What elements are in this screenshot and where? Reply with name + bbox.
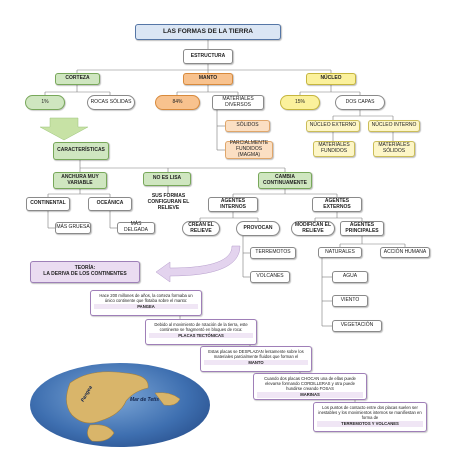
teoria-subtitle: LA DERIVA DE LOS CONTINENTES xyxy=(43,271,127,277)
naturales-node: NATURALES xyxy=(318,247,362,258)
story-key: TERREMOTOS Y VOLCANES xyxy=(317,421,423,427)
story-step-1: Hace 200 millones de años, la corteza fo… xyxy=(90,290,202,316)
teoria-label: TEORÍA: xyxy=(74,265,96,272)
mas-gruesa-node: MÁS GRUESA xyxy=(55,222,91,234)
story-key: MARINAS xyxy=(257,392,363,398)
story-key: PLACAS TECTÓNICAS xyxy=(149,333,253,339)
materiales-fundidos-node: MATERIALES FUNDIDOS xyxy=(313,141,355,157)
manto-node: MANTO xyxy=(183,73,233,85)
mas-delgada-node: MÁS DELGADA xyxy=(117,221,155,234)
page-title: LAS FORMAS DE LA TIERRA xyxy=(135,24,281,40)
agentes-externos-node: AGENTES EXTERNOS xyxy=(312,197,362,212)
accion-humana-node: ACCIÓN HUMANA xyxy=(380,247,430,258)
materiales-diversos-node: MATERIALES DIVERSOS xyxy=(212,95,264,110)
dos-capas-node: DOS CAPAS xyxy=(335,95,385,110)
vegetacion-node: VEGETACIÓN xyxy=(332,320,382,332)
no-es-lisa-node: NO ES LISA xyxy=(143,172,191,186)
nucleo-externo-node: NÚCLEO EXTERNO xyxy=(306,120,360,132)
estructura-node: ESTRUCTURA xyxy=(183,49,233,64)
story-step-2: Debido al movimiento de rotación de la t… xyxy=(145,319,257,345)
story-text: Estas placas se DESPLAZAN lentamente sob… xyxy=(208,348,304,359)
down-arrow-icon xyxy=(39,117,89,141)
story-text: Cuando dos placas CHOCAN una de ellas pu… xyxy=(264,375,356,392)
volcanes-node: VOLCANES xyxy=(250,271,290,283)
manto-percent: 84% xyxy=(155,95,200,110)
story-step-5: Los puntos de contacto entre dos placas … xyxy=(313,402,427,432)
pangea-globe: Pangea Mar de Tetis xyxy=(30,363,210,447)
story-step-4: Cuando dos placas CHOCAN una de ellas pu… xyxy=(253,373,367,400)
terremotos-node: TERREMOTOS xyxy=(250,247,296,259)
oceanica-node: OCEÁNICA xyxy=(88,197,132,211)
parcialmente-fundidos-node: PARCIALMENTE FUNDIDOS (MAGMA) xyxy=(225,141,273,159)
story-text: Debido al movimiento de rotación de la t… xyxy=(154,321,248,332)
continental-node: CONTINENTAL xyxy=(26,197,70,211)
solidos-node: SÓLIDOS xyxy=(225,120,270,132)
teoria-box: TEORÍA: LA DERIVA DE LOS CONTINENTES xyxy=(30,261,140,283)
caracteristicas-node: CARACTERÍSTICAS xyxy=(53,142,109,160)
nucleo-percent: 15% xyxy=(280,95,320,110)
story-key: PANGEA xyxy=(94,304,198,310)
crean-relieve-node: CREAN EL RELIEVE xyxy=(182,221,220,236)
sus-formas-node: SUS FORMAS CONFIGURAN EL RELIEVE xyxy=(145,194,192,212)
story-step-3: Estas placas se DESPLAZAN lentamente sob… xyxy=(200,346,312,372)
materiales-solidos-node: MATERIALES SÓLIDOS xyxy=(373,141,415,157)
anchura-node: ANCHURA MUY VARIABLE xyxy=(53,172,107,189)
mar-de-tetis-label: Mar de Tetis xyxy=(130,397,159,403)
story-key: MANTO xyxy=(204,360,308,366)
nucleo-interno-node: NÚCLEO INTERNO xyxy=(368,120,420,132)
agua-node: AGUA xyxy=(332,271,368,283)
corteza-percent: 1% xyxy=(25,95,65,110)
curved-arrow-icon xyxy=(155,245,241,283)
nucleo-node: NÚCLEO xyxy=(306,73,356,85)
story-text: Hace 200 millones de años, la corteza fo… xyxy=(99,292,193,303)
agentes-principales-node: AGENTES PRINCIPALES xyxy=(340,221,384,236)
agentes-internos-node: AGENTES INTERNOS xyxy=(208,197,258,212)
viento-node: VIENTO xyxy=(332,295,368,307)
story-text: Los puntos de contacto entre dos placas … xyxy=(318,404,422,421)
pangea-map xyxy=(66,371,181,442)
rocas-solidas-node: ROCAS SÓLIDAS xyxy=(87,95,135,110)
corteza-node: CORTEZA xyxy=(55,73,100,85)
provocan-node: PROVOCAN xyxy=(236,221,280,236)
cambia-node: CAMBIA CONTINUAMENTE xyxy=(258,172,312,189)
modifican-relieve-node: MODIFICAN EL RELIEVE xyxy=(291,221,335,236)
